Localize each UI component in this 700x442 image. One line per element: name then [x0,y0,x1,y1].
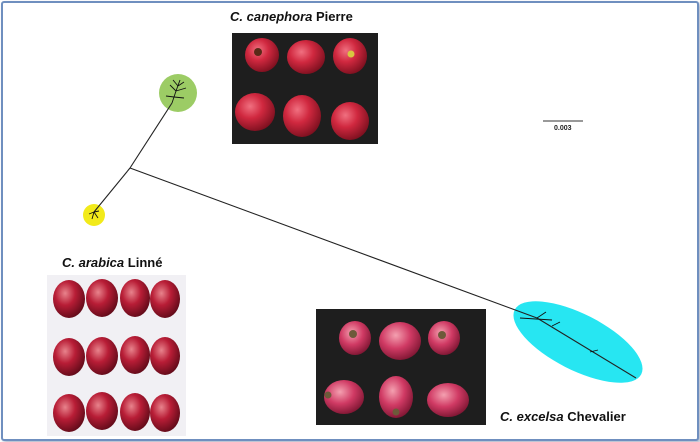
excelsa-species-label: C. excelsa Chevalier [500,409,626,424]
canephora-genus: C. canephora [230,9,313,24]
excelsa-author: Chevalier [567,409,626,424]
arabica-species-label: C. arabica Linné [62,255,162,270]
excelsa-twigs [519,311,599,353]
canephora-berries-photo [232,33,378,144]
arabica-author: Linné [127,255,163,270]
branch-excelsa-inner [536,317,637,379]
arabica-berries-photo [47,275,186,436]
arabica-clade-highlight [83,204,105,226]
excelsa-genus: C. excelsa [500,409,564,424]
excelsa-berries-photo [316,309,486,425]
arabica-genus: C. arabica [62,255,125,270]
scale-bar-label: 0.003 [554,125,572,132]
canephora-clade-highlight [159,74,197,112]
canephora-twigs [165,79,187,104]
canephora-species-label: C. canephora Pierre [230,9,353,24]
canephora-author: Pierre [315,9,353,24]
excelsa-clade-highlight [513,301,643,383]
arabica-twigs [88,210,100,220]
branch-excelsa [129,167,538,319]
branch-canephora [129,102,173,169]
tree-branches [93,102,637,379]
branch-arabica [93,167,131,213]
